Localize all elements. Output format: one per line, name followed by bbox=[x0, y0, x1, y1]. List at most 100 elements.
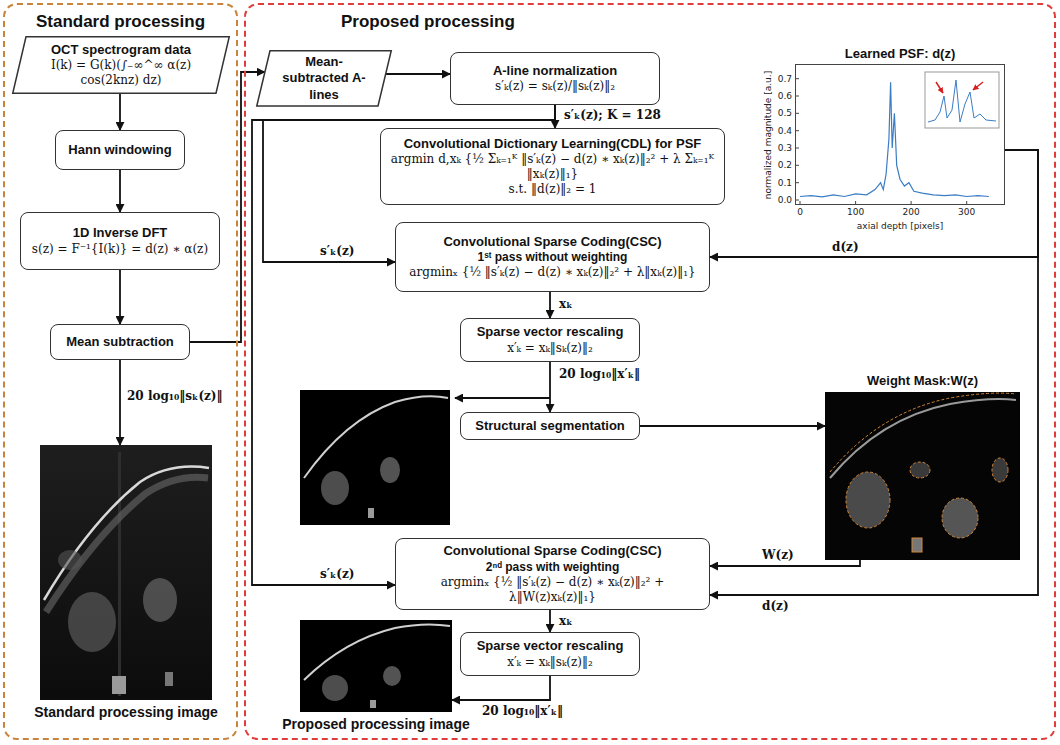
edge-label: 20 log₁₀‖x′ₖ‖ bbox=[480, 703, 565, 719]
tick-label: 0.4 bbox=[778, 125, 792, 136]
axis-title: normalized magnitude [a.u.] bbox=[763, 71, 774, 199]
flow-arrow bbox=[549, 610, 551, 632]
tick-label: 0.0 bbox=[778, 195, 792, 206]
tick-label: 100 bbox=[847, 207, 864, 218]
process-box: Structural segmentation bbox=[460, 412, 640, 440]
node-text: x′ₖ = xₖ‖sₖ(z)‖₂ bbox=[507, 655, 593, 670]
psf-inset-part bbox=[928, 80, 996, 122]
edge-label: W(z) bbox=[760, 547, 796, 563]
node-title: Hann windowing bbox=[68, 142, 171, 158]
weight-mask-image-part bbox=[942, 498, 978, 538]
tick-label: 0.3 bbox=[778, 143, 792, 154]
node-text: s′ₖ(z) = sₖ(z)/‖sₖ(z)‖₂ bbox=[495, 79, 615, 94]
flow-arrow bbox=[190, 72, 265, 342]
edge-label: d(z) bbox=[830, 239, 861, 255]
tick-label: 0.7 bbox=[778, 73, 792, 84]
node-title: Learned PSF: d(z) bbox=[845, 46, 956, 61]
process-box: Hann windowing bbox=[55, 130, 185, 170]
flow-arrow bbox=[452, 676, 550, 700]
data-input: OCT spectrogram dataI(k) = G(k)(∫₋∞^∞ α(… bbox=[12, 36, 230, 94]
result-image: Standard processing image bbox=[40, 445, 212, 700]
first-pass-oct-image-part bbox=[304, 396, 448, 478]
weight-mask-image-part bbox=[830, 393, 1016, 472]
tick-label: 0.1 bbox=[778, 177, 792, 188]
flow-arrow bbox=[710, 150, 1038, 257]
proposed-oct-image-part bbox=[304, 624, 450, 680]
proposed-oct-image-part bbox=[370, 700, 376, 708]
edge-label: s′ₖ(z) bbox=[318, 566, 356, 582]
first-pass-oct-image-part bbox=[321, 471, 349, 505]
parallelogram-outline bbox=[13, 37, 230, 94]
process-box: Sparse vector rescalingx′ₖ = xₖ‖sₖ(z)‖₂ bbox=[460, 318, 640, 362]
standard-panel: Standard processingOCT spectrogram dataI… bbox=[3, 3, 238, 740]
first-pass-oct-image bbox=[300, 390, 450, 525]
weight-mask-image-part bbox=[830, 399, 1016, 478]
tick-label: 0.6 bbox=[778, 91, 792, 102]
standard-oct-image-part bbox=[143, 578, 177, 622]
proposed-oct-image-part bbox=[383, 666, 401, 686]
process-box: Sparse vector rescalingx′ₖ = xₖ‖sₖ(z)‖₂ bbox=[460, 632, 640, 676]
node-title: Convolutional Dictionary Learning(CDL) f… bbox=[404, 136, 702, 152]
tick-label: 0.2 bbox=[778, 160, 792, 171]
flow-arrow bbox=[119, 270, 121, 324]
flow-arrow bbox=[119, 94, 121, 130]
node-title: Standard processing bbox=[5, 12, 236, 32]
process-box: Convolutional Sparse Coding(CSC)2ⁿᵈ pass… bbox=[395, 538, 710, 610]
process-box: Convolutional Dictionary Learning(CDL) f… bbox=[380, 128, 725, 205]
flow-arrow bbox=[549, 362, 551, 412]
image-branch-arrow bbox=[455, 397, 550, 399]
tick-label: 0 bbox=[797, 207, 803, 218]
flow-arrow bbox=[119, 170, 121, 212]
tick-label: 0.5 bbox=[778, 108, 792, 119]
process-box: Mean subtraction bbox=[50, 324, 190, 360]
edge-label: xₖ bbox=[557, 613, 574, 629]
standard-oct-image-part bbox=[68, 592, 116, 652]
psf-plot: Learned PSF: d(z) bbox=[795, 64, 1005, 205]
edge-label: xₖ bbox=[557, 296, 574, 312]
node-title: Convolutional Sparse Coding(CSC) bbox=[443, 543, 661, 559]
edge-label: s′ₖ(z) bbox=[318, 243, 356, 259]
standard-oct-image-part bbox=[165, 672, 173, 686]
first-pass-oct-image-part bbox=[368, 508, 374, 518]
proposed-oct-image bbox=[300, 620, 452, 712]
node-text: argminₓ {½ ‖s′ₖ(z) − d(z) ∗ xₖ(z)‖₂² + λ… bbox=[404, 575, 701, 605]
node-title: Standard processing image bbox=[34, 704, 218, 720]
flow-arrow bbox=[549, 292, 551, 318]
node-text: argmin d,xₖ {½ Σₖ₌₁ᴷ ‖s′ₖ(z) − d(z) ∗ xₖ… bbox=[389, 152, 716, 182]
node-text: argminₓ {½ ‖s′ₖ(z) − d(z) ∗ xₖ(z)‖₂² + λ… bbox=[409, 265, 695, 280]
node-title: A-line normalization bbox=[493, 63, 617, 79]
node-title: Mean-subtracted A-lines bbox=[274, 54, 374, 103]
weight-mask-image-part bbox=[846, 472, 890, 528]
node-title: Proposed processing image bbox=[282, 716, 470, 732]
edge-label: 20 log₁₀‖sₖ(z)‖ bbox=[125, 388, 225, 404]
parallelogram-outline bbox=[257, 51, 392, 106]
node-text: s(z) = F⁻¹{I(k)} = d(z) ∗ α(z) bbox=[32, 242, 208, 257]
proposed-oct-image-part bbox=[322, 675, 348, 701]
process-box: A-line normalizations′ₖ(z) = sₖ(z)/‖sₖ(z… bbox=[450, 52, 660, 105]
node-text: x′ₖ = xₖ‖sₖ(z)‖₂ bbox=[507, 341, 593, 356]
node-text: 2ⁿᵈ pass with weighting bbox=[486, 560, 619, 575]
node-title: Convolutional Sparse Coding(CSC) bbox=[443, 234, 661, 250]
flow-arrow bbox=[386, 73, 450, 75]
node-title: Sparse vector rescaling bbox=[477, 638, 624, 654]
flow-arrow bbox=[710, 150, 1038, 595]
node-title: Mean subtraction bbox=[66, 334, 174, 350]
weight-mask-image bbox=[825, 392, 1020, 560]
first-pass-oct-image-part bbox=[380, 457, 400, 483]
process-box: Convolutional Sparse Coding(CSC)1ˢᵗ pass… bbox=[395, 222, 710, 292]
result-image: Proposed processing image bbox=[300, 620, 452, 712]
edge-label: 20 log₁₀‖x′ₖ‖ bbox=[557, 366, 642, 382]
data-input: Mean-subtracted A-lines bbox=[256, 50, 392, 107]
tick-label: 300 bbox=[958, 207, 975, 218]
weight-mask-image-part bbox=[825, 392, 1020, 560]
node-title: Sparse vector rescaling bbox=[477, 324, 624, 340]
weight-mask-image-part bbox=[912, 538, 922, 552]
psf-inset bbox=[925, 72, 999, 128]
tick-label: 200 bbox=[903, 207, 920, 218]
node-text: 1ˢᵗ pass without weighting bbox=[478, 250, 628, 265]
node-title: Proposed processing bbox=[246, 12, 1054, 32]
standard-oct-image-part bbox=[118, 452, 121, 696]
node-title: 1D Inverse DFT bbox=[73, 225, 168, 241]
psf-inset-part bbox=[973, 82, 983, 90]
standard-oct-image-part bbox=[112, 676, 126, 694]
